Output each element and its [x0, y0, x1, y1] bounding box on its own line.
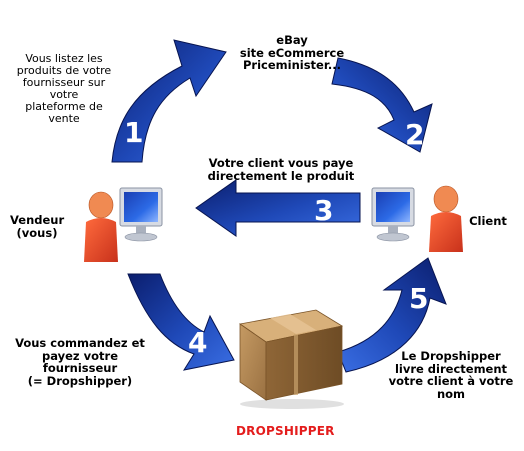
marketplaces-caption: eBay site eCommerce Priceminister... [239, 33, 345, 72]
seller-caption: Vendeur (vous) [10, 213, 65, 240]
client-caption: Client [469, 214, 507, 228]
step1-caption: Vous listez les produits de votre fourni… [16, 52, 112, 125]
step-number-2: 2 [405, 118, 424, 151]
step-number-5: 5 [409, 282, 428, 315]
arrow-step-4 [127, 273, 235, 371]
step3-caption: Votre client vous paye directement le pr… [207, 156, 355, 183]
arrow-step-3 [195, 179, 361, 237]
step5-caption: Le Dropshipper livre directement votre c… [388, 349, 514, 401]
step-number-3: 3 [314, 194, 333, 227]
package-box-icon [238, 309, 344, 409]
arrow-step-5 [337, 257, 447, 373]
client-computer-icon [371, 187, 415, 242]
step-number-4: 4 [188, 326, 207, 359]
step4-caption: Vous commandez et payez votre fournisseu… [15, 336, 145, 388]
dropshipper-label: DROPSHIPPER [236, 424, 335, 438]
arrow-step-1 [111, 39, 227, 163]
client-person-icon [429, 185, 463, 252]
seller-computer-icon [119, 187, 163, 242]
step-number-1: 1 [124, 116, 143, 149]
seller-person-icon [84, 191, 118, 262]
arrow-step-2 [331, 57, 433, 153]
